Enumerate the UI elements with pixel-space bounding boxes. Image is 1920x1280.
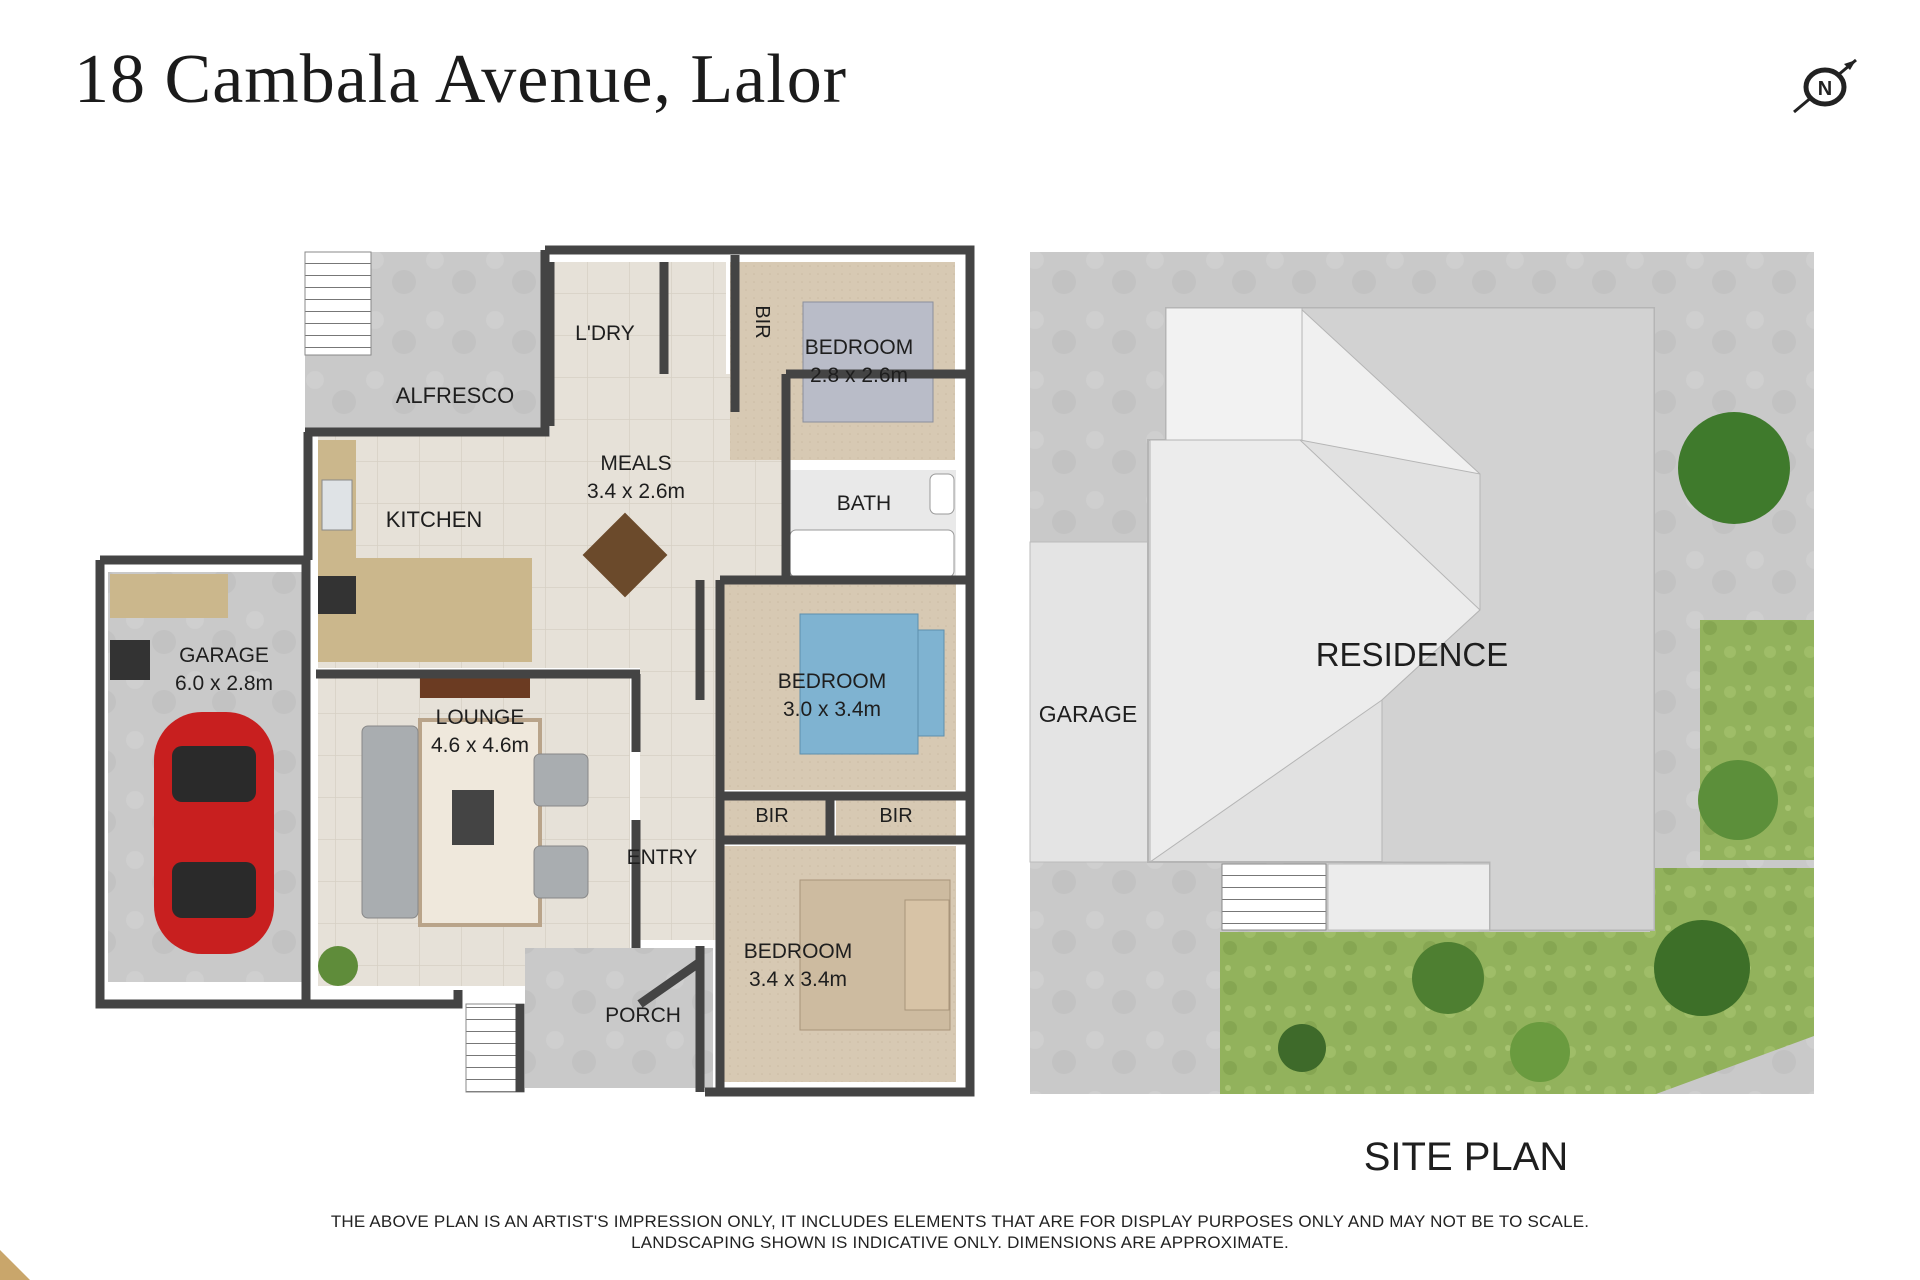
- tree-icon: [1678, 412, 1790, 524]
- alfresco-label: ALFRESCO: [396, 383, 515, 408]
- garage-label: GARAGE: [179, 644, 269, 667]
- garage-size: 6.0 x 2.8m: [175, 672, 273, 695]
- laundry-label: L'DRY: [575, 322, 635, 345]
- floor-plan: ALFRESCO L'DRY BIR BEDROOM 2.8 x 2.6m ME…: [95, 245, 975, 1097]
- bath-label: BATH: [837, 492, 891, 515]
- lounge-sofa: [361, 725, 419, 919]
- kitchen-label: KITCHEN: [386, 507, 483, 532]
- palm-icon-2: [1510, 1022, 1570, 1082]
- bedroom2-bed: [799, 613, 919, 755]
- lounge-label: LOUNGE: [436, 706, 525, 729]
- bir-left-label: BIR: [755, 805, 788, 827]
- walls: [95, 245, 975, 1097]
- bedroom2-size: 3.0 x 3.4m: [783, 698, 881, 721]
- plant-icon: [318, 946, 358, 986]
- porch-label: PORCH: [605, 1004, 681, 1027]
- tree-icon-2: [1654, 920, 1750, 1016]
- disclaimer-line-1: THE ABOVE PLAN IS AN ARTIST'S IMPRESSION…: [330, 1212, 1590, 1231]
- bedroom2-label: BEDROOM: [778, 670, 887, 693]
- coffee-table: [452, 790, 494, 845]
- armchair-2: [533, 845, 589, 899]
- entry-floor: [640, 560, 722, 940]
- north-compass-icon: N: [1793, 58, 1857, 114]
- site-garage-label: GARAGE: [1039, 701, 1137, 727]
- residence-label: RESIDENCE: [1316, 636, 1509, 673]
- bath-basin: [929, 473, 955, 515]
- meals-label: MEALS: [600, 452, 671, 475]
- kitchen-cooktop: [318, 576, 356, 614]
- toilet-floor: [664, 262, 726, 374]
- roof-face-right: [1298, 307, 1655, 931]
- site-plan-title: SITE PLAN: [1364, 1135, 1569, 1179]
- bir-top-label: BIR: [751, 305, 773, 338]
- bedroom1-bed: [802, 301, 934, 423]
- bedroom3-size: 3.4 x 3.4m: [749, 968, 847, 991]
- site-landing: [1327, 863, 1491, 931]
- meals-size: 3.4 x 2.6m: [587, 480, 685, 503]
- site-steps: [1221, 863, 1327, 931]
- site-plan: RESIDENCE GARAGE SITE PLAN: [1029, 252, 1814, 1179]
- armchair-1: [533, 753, 589, 807]
- kitchen-sink: [321, 479, 353, 531]
- disclaimer-line-2: LANDSCAPING SHOWN IS INDICATIVE ONLY. DI…: [631, 1233, 1289, 1252]
- bir-left-floor: [718, 800, 826, 836]
- bedroom1-size: 2.8 x 2.6m: [810, 364, 908, 387]
- shrub-icon-2: [1278, 1024, 1326, 1072]
- garage-bench: [110, 574, 228, 618]
- compass-letter: N: [1818, 78, 1832, 100]
- bathtub: [789, 529, 955, 578]
- bedroom3-label: BEDROOM: [744, 940, 853, 963]
- bir-right-floor: [836, 800, 956, 836]
- bedroom2-pillows: [917, 629, 945, 737]
- car-icon: [154, 712, 274, 954]
- bedroom3-pillows: [904, 899, 950, 1011]
- site-garage: [1029, 541, 1149, 863]
- bir-right-label: BIR: [879, 805, 912, 827]
- page-title: 18 Cambala Avenue, Lalor: [74, 41, 848, 118]
- palm-icon: [1698, 760, 1778, 840]
- lounge-size: 4.6 x 4.6m: [431, 734, 529, 757]
- shrub-icon: [1412, 942, 1484, 1014]
- corner-accent: [0, 1250, 30, 1280]
- alfresco-steps: [304, 251, 372, 356]
- porch-steps: [465, 1003, 525, 1093]
- meals-table: [582, 512, 668, 598]
- roof-face-corner: [1165, 307, 1303, 441]
- bir-top-floor: [740, 262, 776, 372]
- garage-cooktop: [110, 640, 150, 680]
- bedroom1-label: BEDROOM: [805, 336, 914, 359]
- entry-label: ENTRY: [627, 846, 698, 869]
